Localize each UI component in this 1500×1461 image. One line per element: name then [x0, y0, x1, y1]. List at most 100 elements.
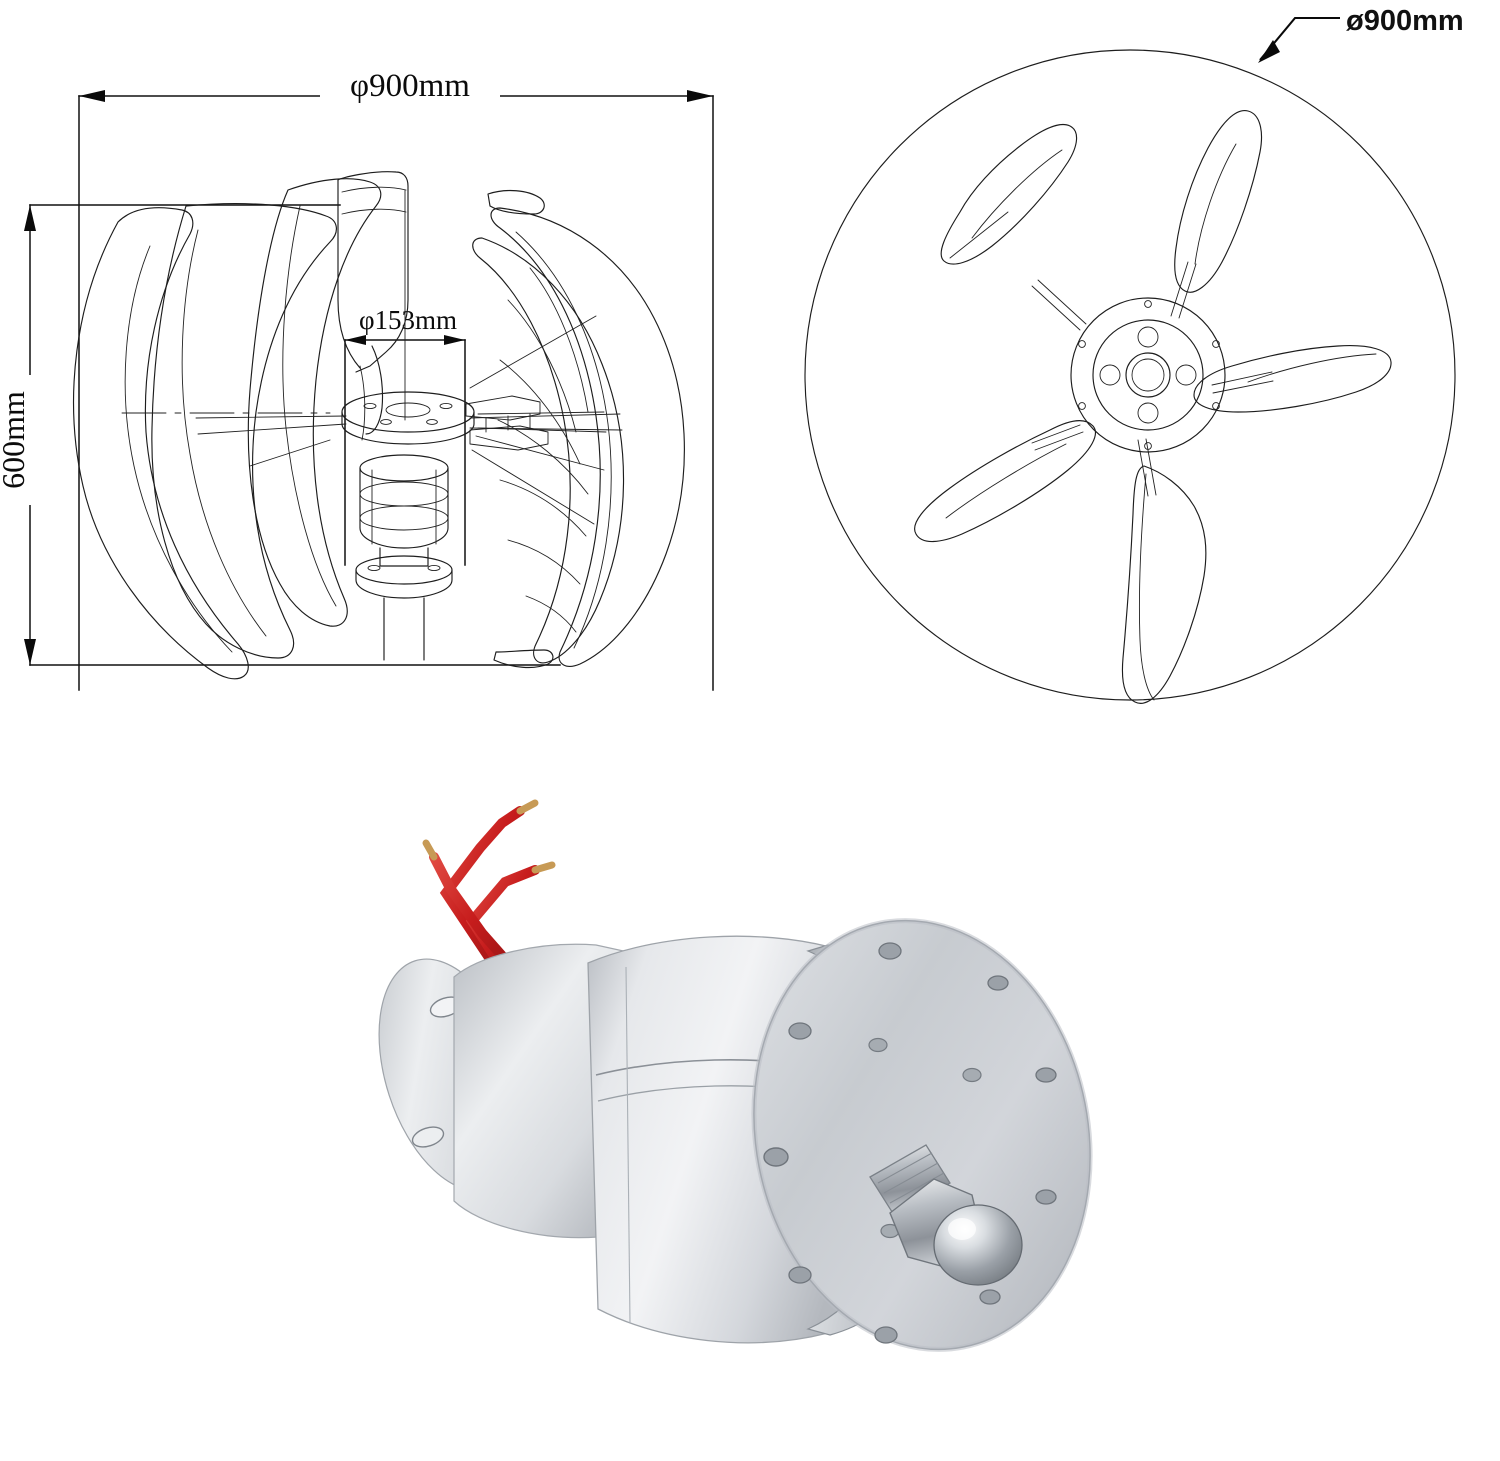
diameter-callout-group: ø900mm: [1258, 5, 1464, 63]
hub-bolt-hole: [363, 402, 377, 410]
hub-plate-top: [341, 391, 475, 433]
rotor-blade-upper-left-edge: [971, 149, 1063, 239]
arrow-head-icon: [79, 90, 105, 102]
spoke-arms-group: [195, 413, 623, 471]
hub-dimension-group: φ153mm: [344, 304, 474, 566]
blade-outer-left: [73, 207, 249, 680]
width-label-backdrop: [320, 66, 500, 100]
arrow-head-icon: [345, 335, 366, 345]
wire-strand-2: [465, 865, 540, 986]
column-stem: [359, 365, 366, 441]
column-cap-seam-1: [341, 186, 407, 193]
rotor-blades-group: [914, 110, 1392, 704]
shell-outer-right: [490, 207, 685, 667]
hub-bolt-hole: [380, 419, 392, 425]
arm-lower-left: [1031, 424, 1084, 451]
rotor-blade-upper-left: [940, 124, 1078, 265]
shell-outer-right-inner-edge: [515, 231, 612, 649]
base-flange-bolt-hole: [367, 564, 381, 572]
flange-rivet: [1078, 402, 1086, 410]
column-outer-edge: [337, 171, 409, 373]
bracket-plate-bottom: [469, 425, 549, 451]
arrow-head-icon: [24, 639, 36, 665]
output-shaft-group: [869, 1144, 1023, 1286]
flange-rivet: [1078, 340, 1086, 348]
face-bolt-hole: [874, 1326, 898, 1344]
blade-second-left-inner-edge: [181, 229, 267, 637]
wire-copper-tip-2: [531, 861, 556, 874]
spoke-arm-left-lower: [197, 423, 347, 435]
hub-bolt-hole: [1137, 326, 1159, 348]
hub-outer-flange: [1070, 297, 1226, 453]
shell-spoke-mid-upper: [477, 411, 605, 415]
generator-cylinder: [359, 467, 449, 549]
blade-second-left: [151, 203, 337, 659]
hub-bolt-hole: [426, 419, 438, 425]
hub-bracket-detail: [465, 395, 549, 451]
leader-arrow-icon: [1258, 40, 1280, 63]
face-bolt-hole: [987, 975, 1009, 991]
arm-right: [1211, 371, 1274, 394]
face-bolt-hole: [962, 1067, 982, 1083]
dome-specular-highlight: [948, 1218, 976, 1240]
shell-second-right: [472, 237, 625, 664]
hub-bolt-hole: [439, 402, 453, 410]
arm-top: [1170, 261, 1197, 319]
rotor-blade-bottom: [1121, 465, 1207, 704]
shell-tip-cap-top: [487, 189, 545, 215]
right-front-view: ø900mm: [780, 0, 1500, 780]
center-axis-group: [121, 189, 406, 421]
shell-spoke-lower: [471, 449, 595, 525]
column-cap-seam-2: [341, 208, 407, 215]
height-dimension-group: 600mm: [0, 204, 561, 666]
shell-rib-5: [499, 479, 587, 537]
face-bolt-hole: [979, 1289, 1001, 1305]
arrow-head-icon: [24, 205, 36, 231]
bracket-ribs: [485, 413, 531, 433]
shell-spoke-upper: [469, 315, 597, 389]
shell-rib-4: [497, 419, 589, 495]
generator-neck: [379, 547, 429, 567]
rotor-swept-circle: [804, 49, 1456, 701]
barrel-highlight-edge: [625, 966, 631, 1324]
arm-bottom: [1137, 438, 1157, 497]
rotor-blade-right: [1193, 345, 1392, 413]
flange-rivet: [1144, 300, 1152, 308]
left-blade-cluster: [73, 178, 382, 680]
mast-stub: [383, 597, 425, 661]
shell-rib-3: [499, 359, 581, 465]
generator-base-flange-side: [355, 569, 453, 599]
arrow-head-icon: [444, 335, 465, 345]
shaft-threaded-collar: [869, 1144, 951, 1216]
base-flange-bolt-hole: [427, 564, 441, 572]
rotor-diameter-label: ø900mm: [1346, 5, 1464, 37]
hub-center-bore-outer: [1125, 352, 1171, 398]
blade-arms-group: [1031, 261, 1274, 497]
right-shell-cluster: [469, 189, 685, 669]
rotor-blade-right-edge: [1247, 353, 1377, 383]
hub-bolt-hole: [1137, 402, 1159, 424]
shell-rib-2: [507, 299, 577, 433]
front-face-outer-rim: [751, 918, 1093, 1352]
wire-copper-tip-3: [422, 839, 438, 861]
column-inner-taper: [365, 345, 384, 435]
generator-top-face: [359, 454, 449, 482]
face-bolt-hole: [788, 1022, 812, 1040]
left-elevation-view: φ900mm 600mm φ153mm: [0, 0, 770, 760]
spoke-arm-diagonal-left: [249, 439, 331, 467]
rotor-blade-top: [1174, 110, 1263, 293]
shell-rib-1: [529, 267, 589, 413]
face-bolt-hole: [1035, 1189, 1057, 1205]
spoke-arm-diagonal-right: [475, 435, 605, 471]
shaft-thread-lines: [877, 1152, 945, 1204]
shaft-dome-cap: [933, 1204, 1023, 1286]
hub-center-bore-inner: [1131, 358, 1165, 392]
hub-plate-group: [341, 391, 475, 445]
spoke-arm-left-upper: [195, 415, 347, 419]
wire-copper-tip-1: [516, 799, 539, 815]
generator-wires-group: [422, 799, 556, 988]
arrow-head-icon: [687, 90, 713, 102]
generator-body-group: [355, 454, 453, 661]
width-dimension-group: φ900mm: [78, 66, 714, 691]
